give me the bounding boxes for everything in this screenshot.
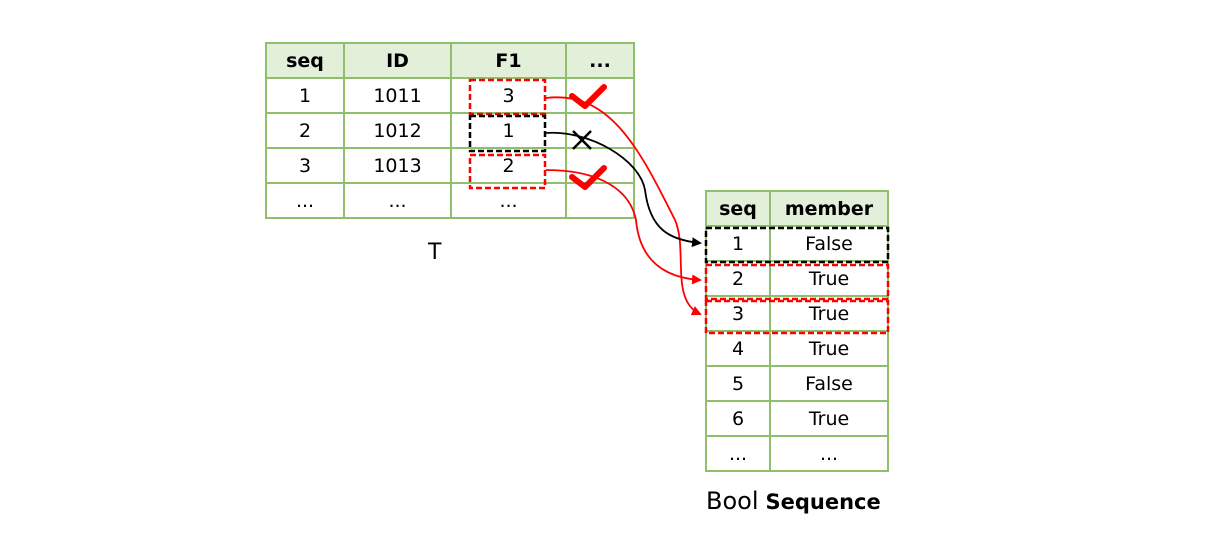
caption-bool: Bool [706, 487, 759, 515]
cell-id: ... [343, 182, 452, 219]
cell-mark [565, 112, 635, 149]
cell-seq: 2 [265, 112, 345, 149]
cell-f1: 2 [450, 147, 567, 184]
table-t-caption: T [428, 240, 442, 265]
cell-seq: ... [265, 182, 345, 219]
cell-member: True [769, 260, 889, 297]
header-more: ... [565, 42, 635, 79]
cell-seq: ... [705, 435, 771, 472]
cell-seq: 5 [705, 365, 771, 402]
cell-seq: 3 [705, 295, 771, 332]
cell-seq: 1 [705, 225, 771, 262]
header-seq: seq [705, 190, 771, 227]
header-member: member [769, 190, 889, 227]
cell-member: False [769, 225, 889, 262]
cell-mark [565, 77, 635, 114]
table-row: ... ... ... [265, 182, 635, 219]
cell-seq: 2 [705, 260, 771, 297]
cell-member: True [769, 400, 889, 437]
bool-header: seq member [705, 190, 889, 227]
table-row: ...... [705, 435, 889, 472]
cell-id: 1013 [343, 147, 452, 184]
caption-sequence: Sequence [765, 490, 881, 514]
cell-seq: 1 [265, 77, 345, 114]
cell-seq: 3 [265, 147, 345, 184]
table-row: 3 1013 2 [265, 147, 635, 184]
cell-member: False [769, 365, 889, 402]
cell-member: True [769, 295, 889, 332]
header-seq: seq [265, 42, 345, 79]
cell-member: ... [769, 435, 889, 472]
cell-seq: 4 [705, 330, 771, 367]
cell-f1: 1 [450, 112, 567, 149]
cell-mark [565, 182, 635, 219]
cell-f1: 3 [450, 77, 567, 114]
cell-mark [565, 147, 635, 184]
cell-id: 1011 [343, 77, 452, 114]
bool-sequence-caption: Bool Sequence [706, 487, 881, 515]
cell-seq: 6 [705, 400, 771, 437]
cell-member: True [769, 330, 889, 367]
table-t-header: seq ID F1 ... [265, 42, 635, 79]
table-t: seq ID F1 ... 1 1011 3 2 1012 1 3 1013 2… [265, 42, 635, 219]
cell-id: 1012 [343, 112, 452, 149]
table-row: 2 1012 1 [265, 112, 635, 149]
header-f1: F1 [450, 42, 567, 79]
cell-f1: ... [450, 182, 567, 219]
table-row: 1 1011 3 [265, 77, 635, 114]
header-id: ID [343, 42, 452, 79]
